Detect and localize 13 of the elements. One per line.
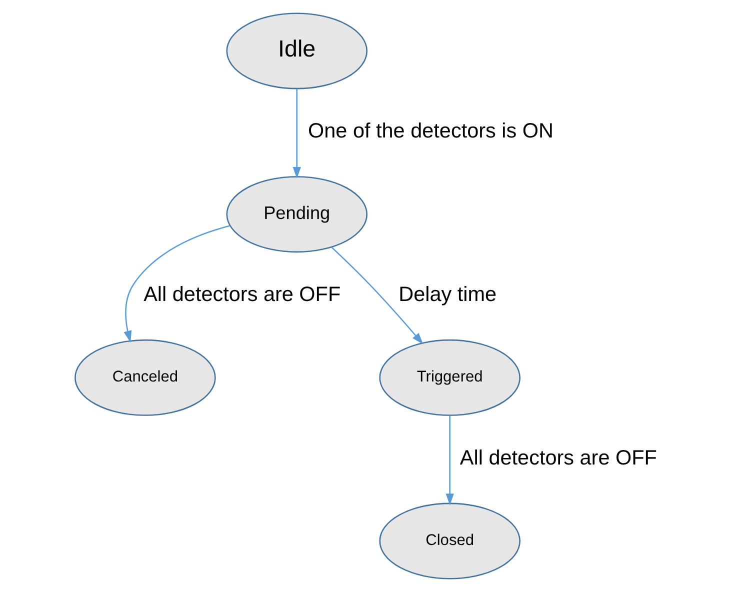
edge-label: Delay time — [398, 282, 496, 306]
arrow — [330, 246, 423, 344]
arrow — [445, 415, 454, 506]
node-ellipse: Canceled — [74, 339, 216, 416]
edge-label: One of the detectors is ON — [308, 120, 553, 143]
edge-label: All detectors are OFF — [459, 446, 656, 470]
arrow — [292, 88, 300, 179]
edge-label: All detectors are OFF — [143, 282, 340, 306]
node-ellipse: Pending — [226, 176, 368, 253]
arrow — [123, 225, 230, 342]
node-ellipse: Triggered — [378, 339, 520, 416]
node-ellipse: Closed — [378, 502, 520, 580]
node-ellipse: Idle — [226, 12, 368, 90]
